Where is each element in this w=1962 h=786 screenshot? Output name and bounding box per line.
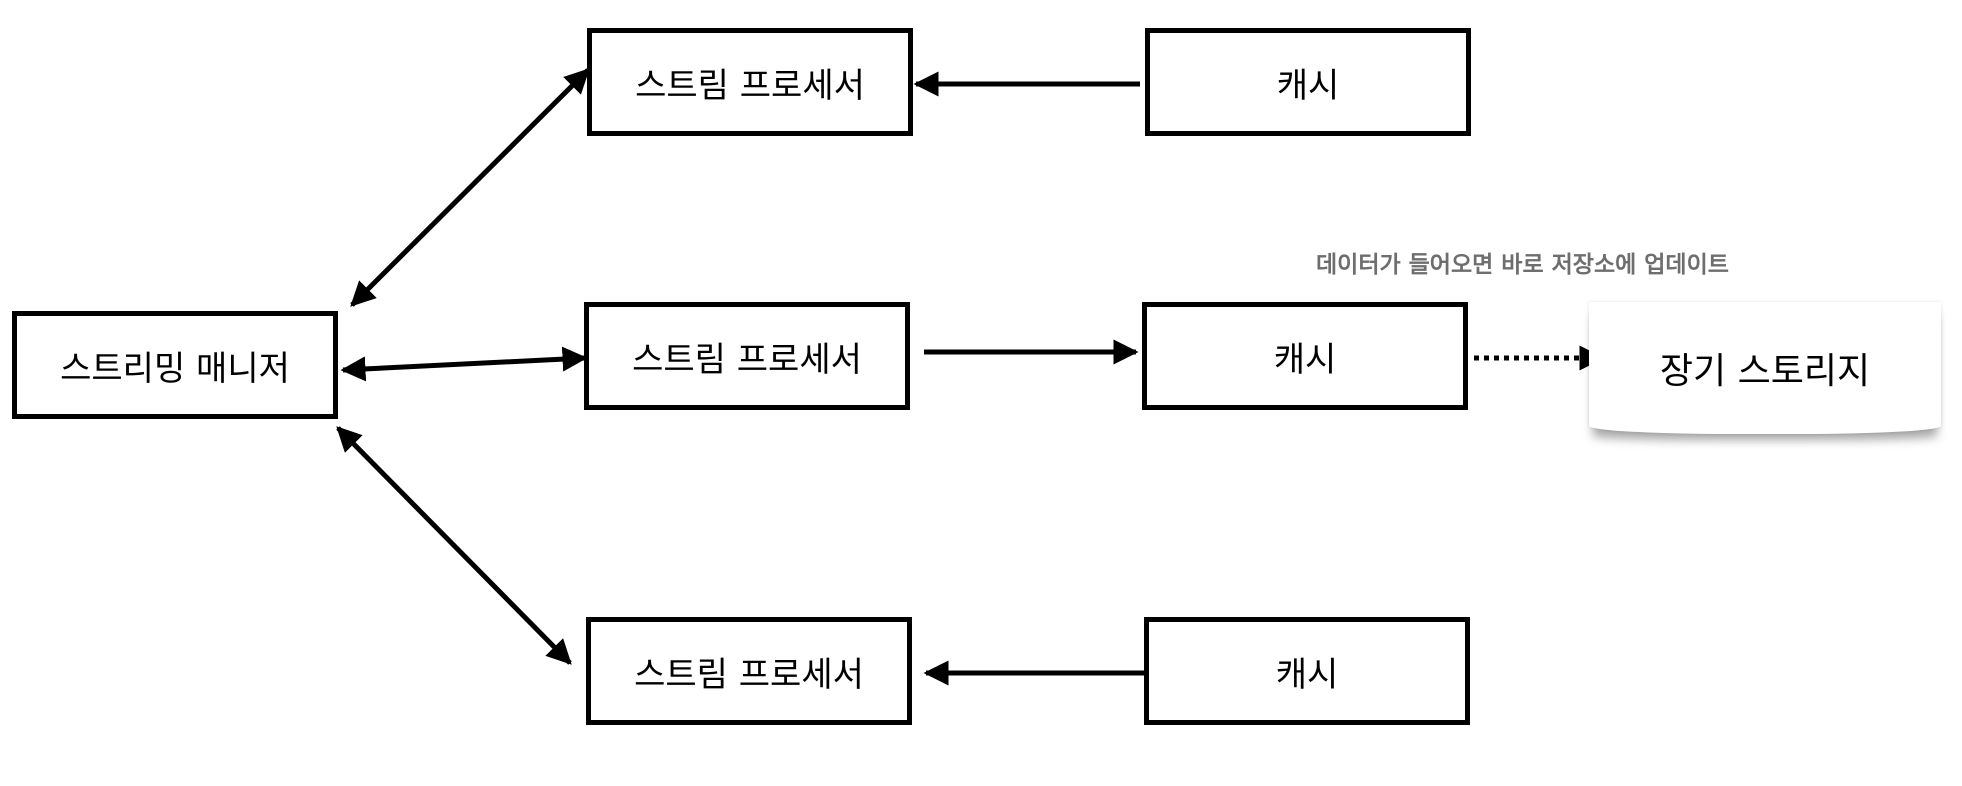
streaming-manager-label: 스트리밍 매니저 <box>60 348 290 389</box>
stream-processor-top-label: 스트림 프로세서 <box>635 65 865 106</box>
long-term-storage-node: 장기 스토리지 <box>1589 302 1941 434</box>
stream-processor-bottom-node: 스트림 프로세서 <box>586 617 912 725</box>
stream-processor-middle-node: 스트림 프로세서 <box>584 302 910 410</box>
streaming-manager-node: 스트리밍 매니저 <box>12 311 338 419</box>
stream-processor-middle-label: 스트림 프로세서 <box>632 339 862 380</box>
edge-manager-processor-bottom <box>336 426 572 665</box>
cache-middle-label: 캐시 <box>1273 339 1337 380</box>
cache-top-node: 캐시 <box>1145 28 1471 136</box>
cache-bottom-label: 캐시 <box>1275 654 1339 695</box>
edge-manager-processor-middle <box>340 346 588 382</box>
cache-middle-node: 캐시 <box>1142 302 1468 410</box>
stream-processor-top-node: 스트림 프로세서 <box>587 28 913 136</box>
cache-bottom-node: 캐시 <box>1144 617 1470 725</box>
cache-top-label: 캐시 <box>1276 65 1340 106</box>
storage-update-annotation: 데이터가 들어오면 바로 저장소에 업데이트 <box>1316 252 1729 278</box>
edge-manager-processor-top <box>350 68 590 307</box>
stream-processor-bottom-label: 스트림 프로세서 <box>634 654 864 695</box>
long-term-storage-label: 장기 스토리지 <box>1659 351 1871 392</box>
